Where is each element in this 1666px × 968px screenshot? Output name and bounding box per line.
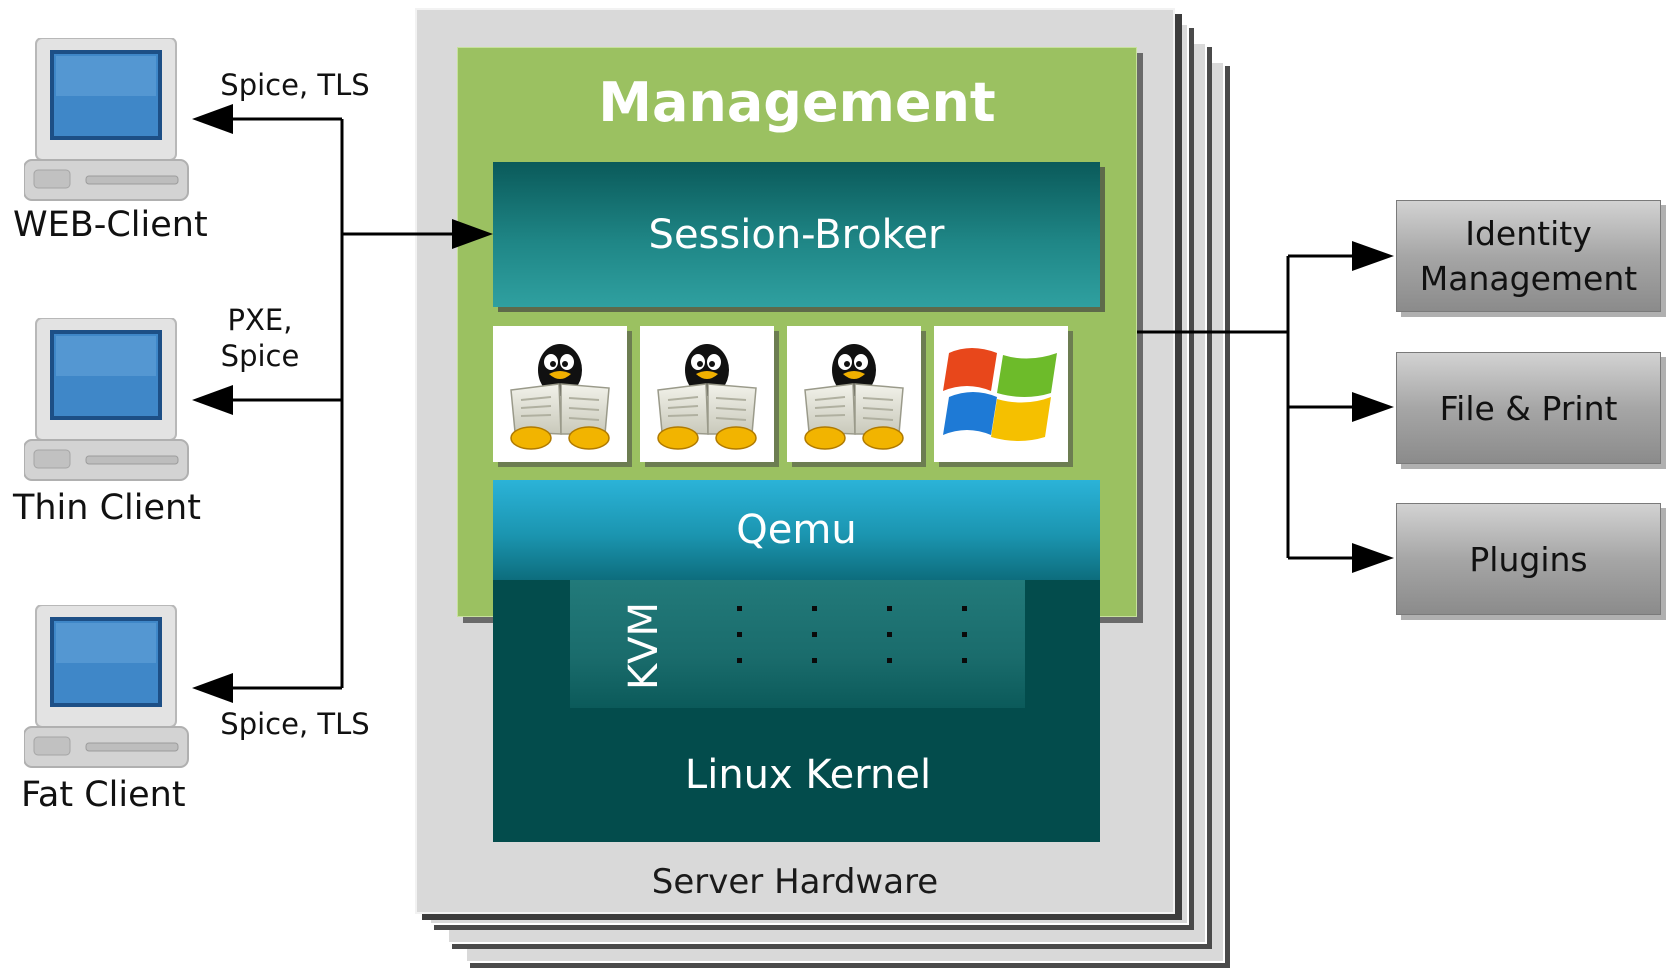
kvm-box bbox=[570, 580, 1025, 708]
file-print-box: File & Print bbox=[1396, 352, 1661, 464]
thin-client-label: Thin Client bbox=[13, 488, 201, 528]
vm-tile-1 bbox=[493, 326, 627, 462]
web-client-label: WEB-Client bbox=[13, 205, 208, 245]
arrow-to-plugins bbox=[1352, 543, 1394, 573]
windows-logo-icon bbox=[943, 348, 1057, 441]
arrow-to-identity-management bbox=[1352, 241, 1394, 271]
vm-tile-4 bbox=[934, 326, 1068, 462]
kvm-dots-1 bbox=[735, 606, 745, 670]
computer-icon bbox=[24, 605, 189, 768]
arrow-to-session-broker bbox=[452, 219, 493, 249]
arrow-to-fat-client bbox=[192, 673, 233, 703]
kvm-dots-4 bbox=[960, 606, 970, 670]
identity-management-box: Identity Management bbox=[1396, 200, 1661, 312]
vm-tile-3 bbox=[787, 326, 921, 462]
computer-icon bbox=[24, 38, 189, 201]
fat-client-protocol: Spice, TLS bbox=[220, 707, 370, 741]
plugins-box: Plugins bbox=[1396, 503, 1661, 615]
fat-client-label: Fat Client bbox=[21, 775, 186, 815]
thin-client-protocol: PXE, Spice bbox=[220, 303, 300, 373]
linux-tux-icon bbox=[804, 344, 904, 450]
session-broker-box: Session-Broker bbox=[493, 162, 1100, 307]
qemu-box: Qemu bbox=[493, 480, 1100, 580]
web-client-protocol: Spice, TLS bbox=[220, 68, 370, 102]
kvm-dots-2 bbox=[810, 606, 820, 670]
server-hardware-label: Server Hardware bbox=[651, 862, 939, 902]
arrow-to-file-print bbox=[1352, 392, 1394, 422]
computer-icon bbox=[24, 318, 189, 481]
arrow-to-thin-client bbox=[192, 385, 233, 415]
vm-tile-2 bbox=[640, 326, 774, 462]
linux-tux-icon bbox=[510, 344, 610, 450]
arrow-to-web-client bbox=[192, 104, 233, 134]
linux-kernel-label: Linux Kernel bbox=[684, 752, 932, 798]
management-title: Management bbox=[598, 71, 996, 134]
kvm-dots-3 bbox=[885, 606, 895, 670]
linux-tux-icon bbox=[657, 344, 757, 450]
